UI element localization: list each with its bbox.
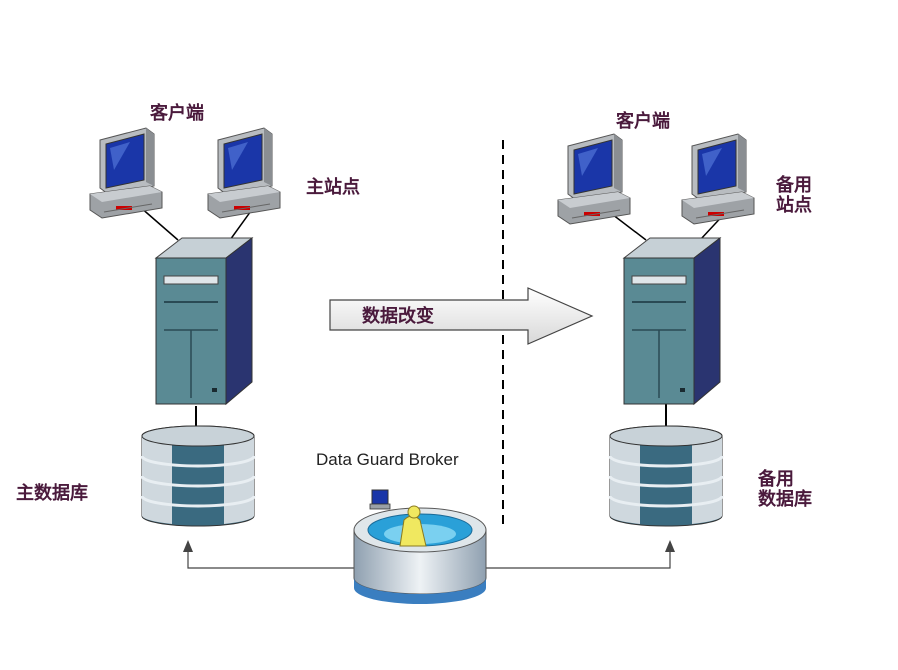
standby-site-label-line1: 备用 [776,175,812,196]
standby-client-pc-2 [681,133,755,225]
broker-to-primary-arrowhead [183,540,193,552]
broker-to-standby-line [482,548,671,569]
primary-site-label: 主站点 [306,177,360,198]
primary-client-pc-1 [89,127,163,219]
primary-client-label: 客户端 [150,103,204,124]
primary-client-pc-2 [207,127,281,219]
primary-database-label: 主数据库 [16,483,88,504]
primary-database [140,424,256,528]
standby-database [608,424,724,528]
standby-client-pc-1 [557,133,631,225]
broker-to-standby-arrowhead [665,540,675,552]
standby-server [623,237,721,405]
broker-to-primary-line [187,548,356,569]
standby-site-label-line2: 站点 [776,195,812,216]
standby-database-label-line2: 数据库 [758,489,812,510]
data-change-label: 数据改变 [362,306,434,327]
broker-label: Data Guard Broker [316,450,459,469]
primary-server [155,237,253,405]
standby-client-label: 客户端 [616,111,670,132]
standby-database-label-line1: 备用 [758,469,794,490]
data-change-arrow [329,287,594,345]
data-guard-broker-console [353,489,487,604]
